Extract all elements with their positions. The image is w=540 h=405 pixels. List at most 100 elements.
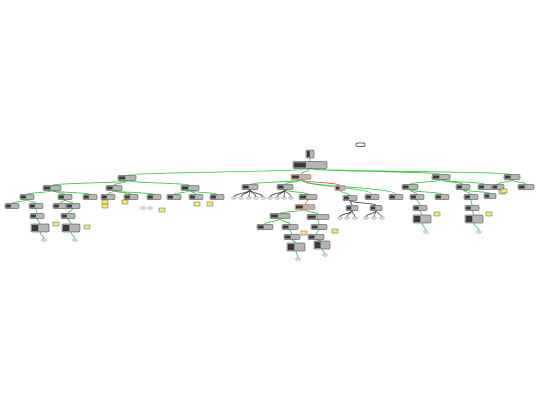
leaf-node xyxy=(379,216,385,220)
node-marker xyxy=(336,186,340,190)
tree-edge xyxy=(189,190,218,195)
tree-node xyxy=(409,194,425,200)
tree-edge xyxy=(321,248,326,255)
tree-edge xyxy=(264,218,281,225)
tree-edge xyxy=(462,189,472,195)
tree-node xyxy=(401,184,419,190)
tree-node xyxy=(313,240,331,250)
leaf-node xyxy=(140,206,146,210)
tree-edge xyxy=(279,209,306,214)
tree-node xyxy=(307,234,325,240)
tree-edge xyxy=(304,209,319,215)
tree-edge xyxy=(113,180,128,186)
node-marker xyxy=(307,151,310,157)
tree-node xyxy=(61,223,81,233)
leaf-node xyxy=(322,253,328,257)
tree-edge xyxy=(349,200,377,206)
node-marker xyxy=(466,206,471,210)
node-marker xyxy=(285,235,291,239)
tree-edge xyxy=(284,189,292,198)
note-node xyxy=(193,201,201,207)
leaf-node xyxy=(238,196,244,200)
tree-node xyxy=(42,185,62,191)
node-marker xyxy=(390,195,395,199)
tree-node xyxy=(30,223,50,233)
branch-right xyxy=(431,174,451,180)
node-marker xyxy=(243,185,249,189)
note-node xyxy=(121,199,129,205)
tree-edge xyxy=(67,208,74,214)
tree-node xyxy=(123,194,139,200)
tree-edge xyxy=(309,168,513,175)
node-marker xyxy=(309,235,315,239)
node-marker xyxy=(283,225,289,229)
node-marker xyxy=(44,186,51,190)
tree-node xyxy=(412,214,432,224)
leaf-node xyxy=(260,196,266,200)
tree-node xyxy=(52,203,68,209)
leaf-node xyxy=(344,216,350,220)
node-marker xyxy=(31,214,36,218)
leaf-node xyxy=(352,216,358,220)
leaf-node xyxy=(274,196,280,200)
tree-edge xyxy=(289,229,293,235)
branch-center xyxy=(290,174,312,180)
leaf-node xyxy=(371,216,377,220)
leaf-node xyxy=(363,216,369,220)
tree-edge xyxy=(473,222,480,232)
tree-node xyxy=(82,194,98,200)
node-marker xyxy=(485,194,490,198)
node-marker xyxy=(312,225,318,229)
tree-edges xyxy=(11,158,527,259)
tree-node xyxy=(209,194,225,200)
tree-edge xyxy=(300,179,341,186)
tree-edge xyxy=(35,208,38,214)
note-node xyxy=(485,211,493,217)
node-marker xyxy=(308,215,316,219)
leaf-node xyxy=(147,206,153,210)
tree-edge xyxy=(440,179,486,185)
tree-node xyxy=(364,194,380,200)
leaf-node xyxy=(337,216,343,220)
leaf-node xyxy=(41,238,47,242)
node-marker xyxy=(148,195,153,199)
leaf-node xyxy=(476,230,482,234)
tree-node xyxy=(281,224,299,230)
note-node xyxy=(158,207,166,213)
tree-edge xyxy=(295,250,299,259)
node-marker xyxy=(433,175,440,179)
note-node xyxy=(300,230,308,236)
tree-node xyxy=(388,194,404,200)
node-marker xyxy=(54,204,59,208)
tree-node xyxy=(483,193,497,199)
tree-node xyxy=(463,194,479,200)
tree-edge xyxy=(373,210,377,218)
tree-edge xyxy=(26,199,37,204)
tree-node xyxy=(241,184,259,190)
node-marker xyxy=(465,195,470,199)
leaf-node xyxy=(295,257,301,261)
tree-nodes xyxy=(4,142,535,261)
tree-node xyxy=(256,224,274,230)
node-marker xyxy=(62,214,67,218)
node-marker xyxy=(371,206,376,210)
tree-edge xyxy=(317,219,320,225)
note-node xyxy=(101,203,109,209)
tree-edge xyxy=(409,179,442,185)
tree-edge xyxy=(284,189,309,195)
tree-edge xyxy=(291,239,297,244)
leaf-node xyxy=(231,196,237,200)
tree-node xyxy=(28,203,44,209)
tree-edge xyxy=(11,199,28,204)
tree-node xyxy=(342,195,358,201)
node-marker xyxy=(414,216,421,222)
tree-edge xyxy=(59,199,66,204)
tree-node xyxy=(298,194,318,200)
node-marker xyxy=(344,196,349,200)
leaf-node xyxy=(72,238,78,242)
tree-node xyxy=(477,184,493,190)
node-marker xyxy=(300,195,307,199)
tree-edge xyxy=(349,200,353,206)
note-node xyxy=(101,199,109,205)
